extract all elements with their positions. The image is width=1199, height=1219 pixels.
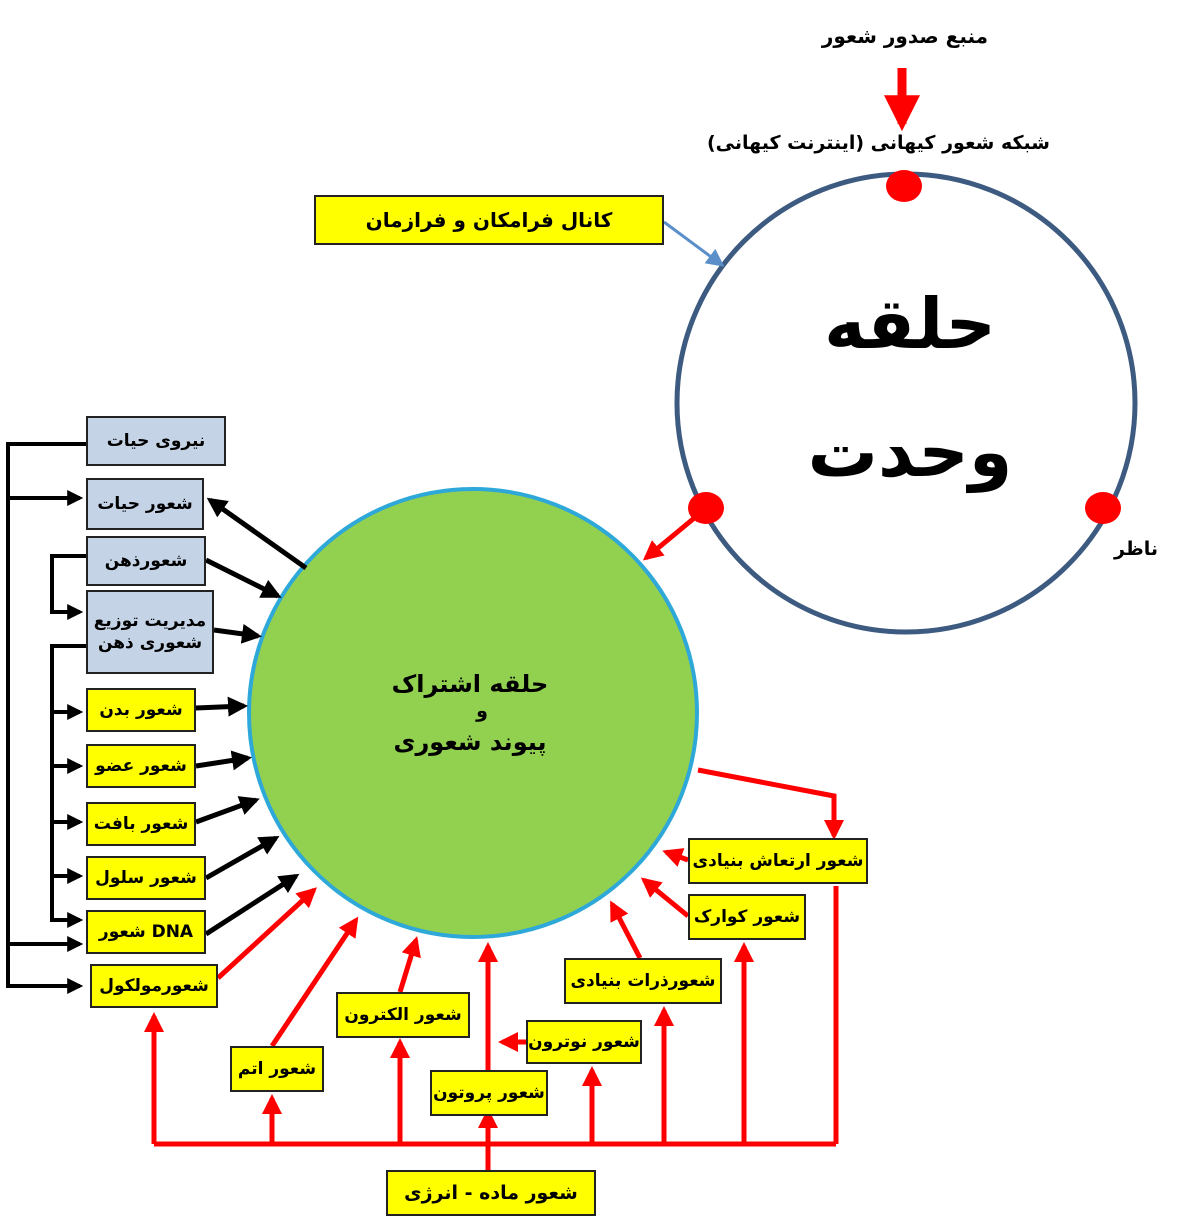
arrow-tissue-to-center [195,796,260,825]
bracket-mind [50,554,86,620]
box-life: شعور حیات [86,478,204,530]
arrow-molecule-to-center [216,887,317,980]
arrow-organ-to-center [195,750,252,771]
arrow-particles-to-center [609,900,643,960]
node-top [886,170,922,202]
arrow-body-to-center [195,696,248,717]
unity-title-line2: وحدت [807,411,1013,493]
arrow-atom-to-center [269,916,359,1048]
network-label: شبکه شعور کیهانی (اینترنت کیهانی) [706,132,1050,154]
center-circle [247,487,699,939]
box-matter-energy: شعور ماده - انرژی [386,1170,596,1216]
box-neutron: شعور نوترون [526,1020,642,1064]
node-right [1085,492,1121,524]
box-proton: شعور پروتون [430,1070,548,1116]
box-cell: شعور سلول [86,856,206,900]
box-mind: شعورذهن [86,536,206,586]
center-title-line3: پیوند شعوری [393,728,547,756]
channel-arrow [663,220,725,267]
arrow-mindmgmt-to-center [213,623,262,644]
arrow-dna-to-center [204,873,300,937]
unity-ring [674,171,1138,635]
arrow-center-to-life [206,497,308,571]
box-quark: شعور کوارک [688,894,806,940]
box-organ: شعور عضو [86,744,196,788]
box-mind-management: مدیریت توزیع شعوری ذهن [86,590,214,674]
unity-to-center-arrow [642,508,706,561]
box-dna: شعور DNA [86,910,206,954]
box-tissue: شعور بافت [86,802,196,846]
source-label: منبع صدور شعور [821,24,989,48]
bracket-outer [6,442,86,994]
observer-label: ناظر [1114,538,1158,560]
arrow-cell-to-center [204,835,280,881]
bracket-inner [50,644,86,928]
left-brackets [6,442,86,994]
unity-title-line1: حلقه [824,283,996,365]
arrow-electron-to-center [397,936,421,993]
box-molecule: شعورمولکول [90,964,218,1008]
mind-management-line1: مدیریت توزیع [93,611,207,631]
bottom-bus [144,886,839,1170]
box-body: شعور بدن [86,688,196,732]
arrow-mind-to-center [204,557,282,599]
bottom-arrows [216,767,844,1070]
arrow-quark-to-center [640,877,690,918]
mind-management-line2: شعوری ذهن [97,633,203,653]
box-particles: شعورذرات بنیادی [564,958,722,1004]
box-vibration: شعور ارتعاش بنیادی [688,838,868,884]
channel-box: کانال فرامکان و فرازمان [314,195,664,245]
box-life-force: نیروی حیات [86,416,226,466]
box-electron: شعور الکترون [336,992,470,1038]
arrow-vibration-to-center [662,848,689,867]
center-title-line1: حلقه اشتراک [391,670,549,698]
left-arrows [195,497,308,937]
arrow-center-to-vibration [697,767,844,840]
box-atom: شعور اتم [230,1046,324,1092]
center-title-line2: و [476,700,488,722]
